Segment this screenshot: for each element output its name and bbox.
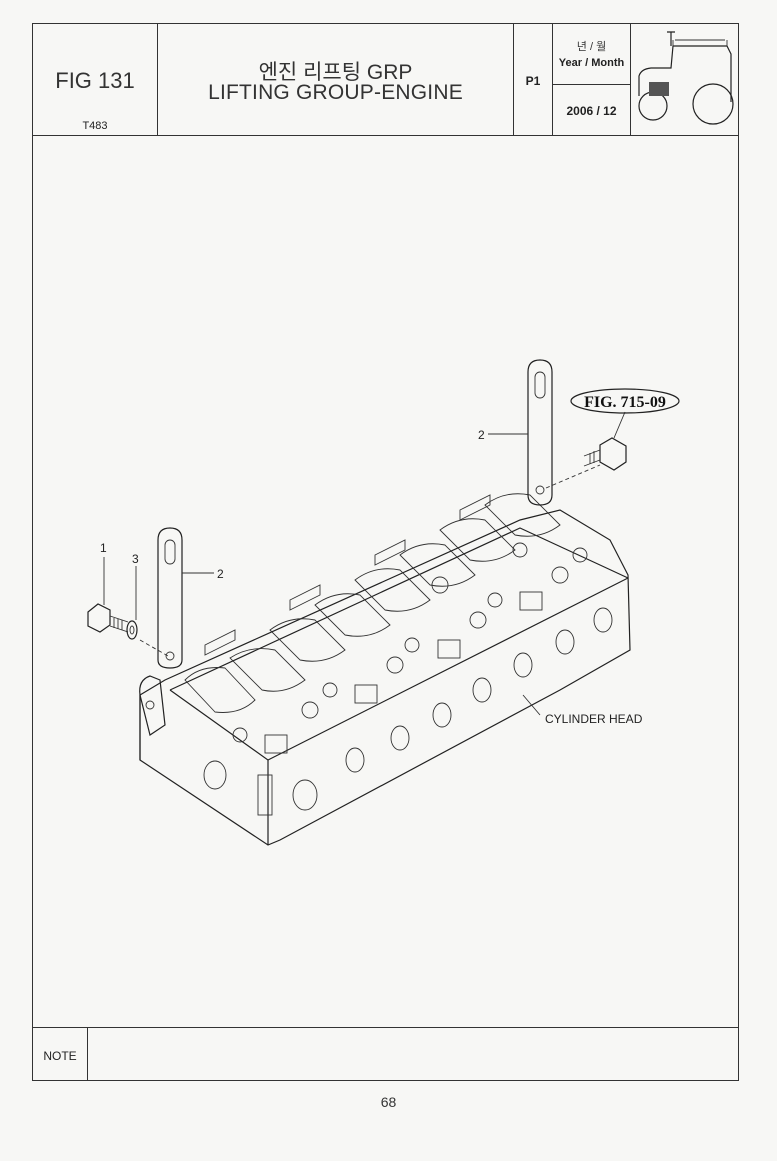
cylinder-head-leader: [522, 694, 541, 716]
note-row: NOTE: [33, 1027, 738, 1081]
title-english: LIFTING GROUP-ENGINE: [208, 81, 463, 104]
note-label: NOTE: [33, 1028, 88, 1081]
icon-cell: [631, 24, 738, 135]
page-code-cell: P1: [514, 24, 553, 135]
fig-ref-oval: [570, 388, 680, 414]
model-code: T483: [82, 120, 108, 132]
note-label-text: NOTE: [43, 1049, 77, 1063]
cylinder-head: [139, 493, 631, 846]
date-value: 2006 / 12: [566, 104, 617, 118]
cylinder-head-label: CYLINDER HEAD: [545, 712, 643, 726]
header-row: FIG 131 T483 엔진 리프팅 GRP LIFTING GROUP-EN…: [33, 24, 738, 136]
lifting-bracket-right: [527, 359, 601, 506]
callout-3: 3: [132, 552, 139, 566]
callout-2-left: 2: [217, 567, 224, 581]
fig-number: FIG 131: [55, 68, 135, 93]
washer-part: [126, 620, 138, 640]
fig-reference[interactable]: FIG. 715-09: [584, 394, 666, 411]
lifting-bracket-left: [157, 527, 183, 669]
bolt-part-right: [583, 437, 627, 471]
exploded-parts-drawing: 1 3 2 2 FIG. 715-09 CYLINDER HEAD: [87, 359, 680, 846]
fig-cell: FIG 131 T483: [33, 24, 158, 135]
title-korean: 엔진 리프팅 GRP: [258, 61, 413, 84]
parts-sheet: FIG 131 T483 엔진 리프팅 GRP LIFTING GROUP-EN…: [32, 23, 739, 1081]
callout-1: 1: [100, 541, 107, 555]
callout-2-right: 2: [478, 428, 485, 442]
date-cell: 년 / 월 Year / Month 2006 / 12: [553, 24, 631, 135]
date-label-box: 년 / 월 Year / Month: [553, 24, 630, 85]
title-cell: 엔진 리프팅 GRP LIFTING GROUP-ENGINE: [158, 24, 514, 135]
date-label-korean: 년 / 월: [576, 41, 607, 53]
page-number: 68: [380, 1094, 397, 1110]
fig-ref-leader: [613, 411, 626, 439]
page-code: P1: [525, 74, 541, 88]
tractor-icon: [638, 31, 734, 125]
date-label-english: Year / Month: [558, 57, 625, 69]
bolt-part: [87, 603, 169, 657]
